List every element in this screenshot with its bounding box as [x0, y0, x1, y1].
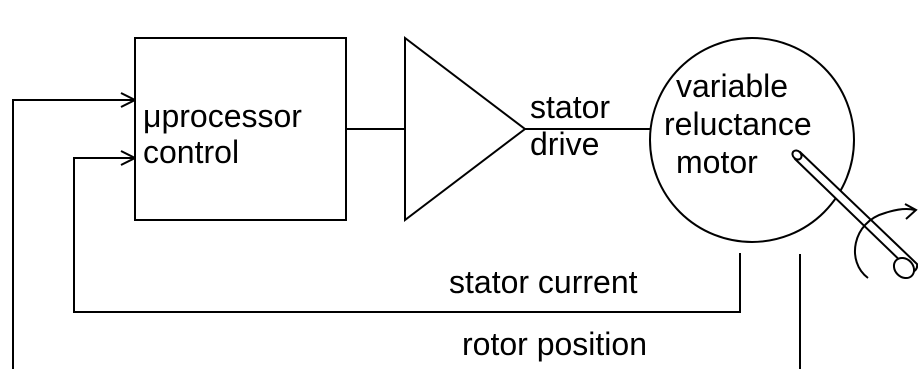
processor-label-line2: control: [143, 134, 239, 170]
processor-block: μprocessor control: [134, 37, 347, 221]
rotor-position-return-wire: [12, 100, 135, 369]
rotation-arrowhead: [904, 203, 918, 220]
processor-label-line1: μprocessor: [143, 98, 302, 134]
stator-current-label: stator current: [449, 264, 638, 300]
rotor-shaft-icon: [791, 149, 918, 280]
rotor-position-label: rotor position: [462, 326, 647, 362]
motor-label-line1: variable: [676, 68, 788, 104]
shaft-tip: [791, 149, 803, 161]
stator-drive-label-line1: stator: [530, 89, 610, 125]
amplifier-triangle: [404, 35, 527, 223]
rotation-arrow-icon: [854, 208, 916, 279]
motor-circle: [649, 37, 855, 243]
rotor-position-feedback: rotor position: [12, 100, 801, 369]
motor-label-line3: motor: [676, 144, 758, 180]
processor-box: [134, 37, 347, 221]
motor-label-line2: reluctance: [664, 106, 812, 142]
shaft-end: [892, 256, 916, 280]
motor-block: variable reluctance motor: [649, 37, 855, 243]
stator-current-feedback: stator current: [73, 158, 741, 313]
stator-drive-label-line2: drive: [530, 126, 599, 162]
stator-current-wire: [73, 158, 741, 313]
